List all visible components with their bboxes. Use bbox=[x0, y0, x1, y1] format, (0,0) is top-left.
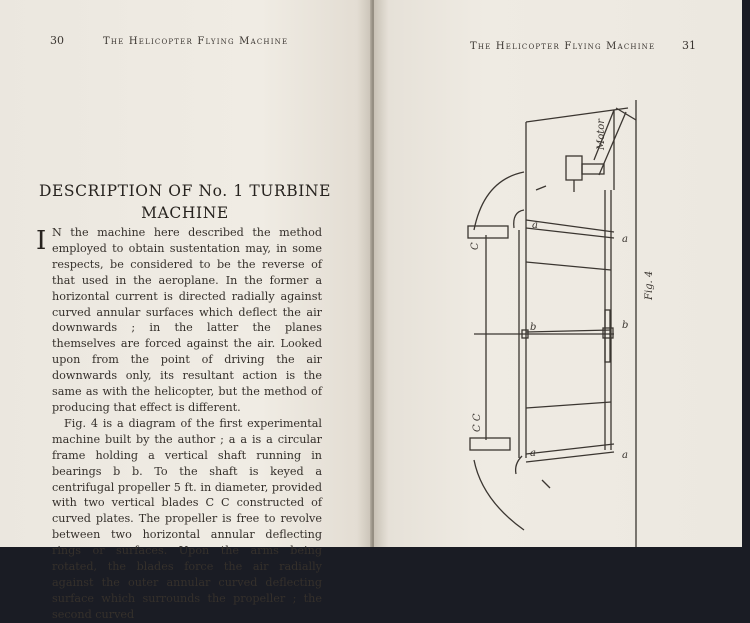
chapter-title-line-1: DESCRIPTION OF No. 1 TURBINE bbox=[38, 182, 331, 200]
figure-caption: Fig. 4 bbox=[644, 271, 655, 301]
label-c-upper: C bbox=[470, 242, 481, 250]
chapter-title: DESCRIPTION OF No. 1 TURBINE MACHINE bbox=[30, 180, 340, 224]
figure-4-diagram: Motor a a b b a a C C C Fig. 4 bbox=[467, 100, 655, 547]
lower-inner-curve bbox=[514, 455, 523, 475]
upper-ring-top bbox=[525, 219, 615, 233]
label-b-left: b bbox=[530, 322, 536, 333]
upper-blade-block bbox=[467, 225, 509, 239]
motor-brace-1 bbox=[593, 109, 615, 161]
left-page: 30 The Helicopter Flying Machine DESCRIP… bbox=[0, 0, 372, 621]
motor-label: Motor bbox=[596, 118, 607, 151]
motor-body bbox=[565, 155, 583, 181]
body-text: N the machine here described the method … bbox=[52, 225, 322, 623]
motor-crank bbox=[581, 163, 605, 175]
drop-cap: I bbox=[36, 226, 47, 256]
shaft-sleeve bbox=[604, 309, 611, 363]
right-page: The Helicopter Flying Machine 31 bbox=[374, 0, 742, 547]
upper-deflector-curve bbox=[473, 171, 525, 231]
label-a-upper-right: a bbox=[622, 234, 628, 245]
label-a-lower-right: a bbox=[622, 450, 628, 461]
running-head-right: The Helicopter Flying Machine bbox=[470, 41, 656, 52]
joint-right bbox=[602, 327, 614, 339]
running-head-left: The Helicopter Flying Machine bbox=[103, 36, 289, 47]
cross-bar-3 bbox=[525, 401, 612, 409]
cross-bar-2 bbox=[525, 329, 612, 333]
upper-ring-bottom bbox=[525, 227, 615, 239]
top-frame-bar bbox=[525, 107, 629, 123]
book-gutter bbox=[370, 0, 376, 547]
label-a-upper-left: a bbox=[532, 220, 538, 231]
paragraph-1: N the machine here described the method … bbox=[52, 226, 322, 414]
paragraph-2: Fig. 4 is a diagram of the first experim… bbox=[52, 416, 322, 621]
joint-left bbox=[521, 329, 529, 339]
lower-deflector-curve bbox=[473, 459, 525, 531]
chapter-title-line-2: MACHINE bbox=[141, 204, 229, 222]
page-number-right: 31 bbox=[682, 39, 696, 52]
upper-inner-curve bbox=[513, 209, 525, 229]
lower-ring-bottom bbox=[525, 451, 615, 463]
cross-bar-1 bbox=[525, 261, 612, 271]
arrow-lower bbox=[541, 479, 551, 489]
label-b-right: b bbox=[622, 320, 628, 331]
arrow-upper bbox=[535, 185, 547, 191]
lower-ring-top bbox=[525, 443, 615, 455]
top-frame-brace bbox=[615, 107, 637, 121]
label-a-lower-left: a bbox=[530, 448, 536, 459]
label-cc-lower: C C bbox=[472, 413, 483, 432]
lower-blade-block bbox=[469, 437, 511, 451]
page-number-left: 30 bbox=[50, 34, 64, 47]
